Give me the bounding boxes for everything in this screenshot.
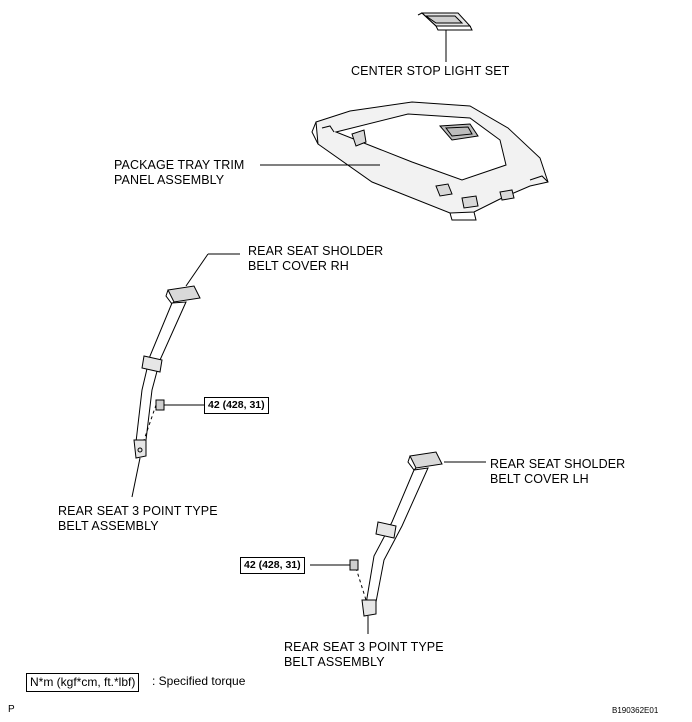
label-cover-lh-1: REAR SEAT SHOLDER (490, 457, 626, 471)
label-package-tray-1: PACKAGE TRAY TRIM (114, 158, 245, 172)
center-stop-light-part (417, 12, 473, 31)
belt-rh-part (133, 301, 187, 459)
label-cover-rh-2: BELT COVER RH (248, 259, 349, 273)
package-tray-part (311, 101, 549, 221)
label-center-stop-light: CENTER STOP LIGHT SET (351, 64, 510, 78)
corner-letter: P (8, 704, 15, 715)
label-cover-lh-2: BELT COVER LH (490, 472, 589, 486)
label-belt-lh-1: REAR SEAT 3 POINT TYPE (284, 640, 444, 654)
figure-id: B190362E01 (612, 706, 659, 715)
legend-unit-box: N*m (kgf*cm, ft.*lbf) (26, 673, 140, 692)
label-package-tray-2: PANEL ASSEMBLY (114, 173, 225, 187)
label-cover-rh-1: REAR SEAT SHOLDER (248, 244, 384, 258)
belt-cover-rh-part (165, 285, 201, 305)
label-belt-rh-2: BELT ASSEMBLY (58, 519, 159, 533)
belt-cover-lh-part (407, 451, 443, 471)
label-belt-lh-2: BELT ASSEMBLY (284, 655, 385, 669)
label-belt-rh-1: REAR SEAT 3 POINT TYPE (58, 504, 218, 518)
belt-lh-part (361, 467, 429, 617)
bolt-rh-icon (155, 399, 204, 411)
bolt-lh-icon (310, 559, 359, 571)
legend-description: : Specified torque (152, 674, 246, 688)
torque-rh: 42 (428, 31) (204, 397, 269, 414)
torque-lh: 42 (428, 31) (240, 557, 305, 574)
